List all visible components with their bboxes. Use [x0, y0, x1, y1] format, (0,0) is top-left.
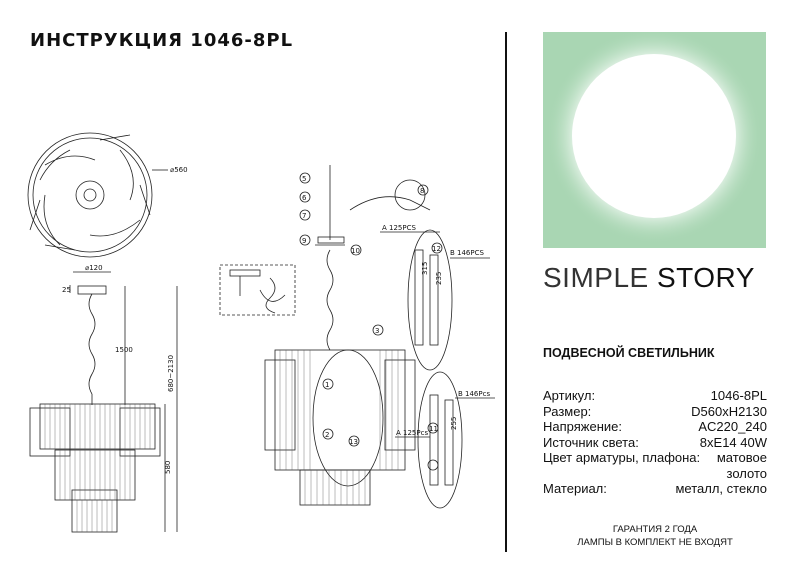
step-3: 3 — [375, 327, 379, 335]
spec-row: Напряжение: AC220_240 — [543, 419, 767, 435]
step-7: 7 — [302, 212, 306, 220]
step-5: 5 — [302, 175, 306, 183]
spec-label: Источник света: — [543, 434, 639, 450]
spec-value-2: золото — [726, 465, 767, 481]
spec-row: Размер: D560xH2130 — [543, 404, 767, 420]
page-title: ИНСТРУКЦИЯ 1046-8PL — [30, 30, 294, 51]
label-a-125pcs-2: A 125Pcs — [396, 429, 428, 437]
label-a-125pcs: A 125PCS — [382, 224, 416, 232]
side-view-diagram — [29, 271, 178, 533]
spec-value: AC220_240 — [698, 419, 767, 434]
spec-value: 1046-8PL — [710, 388, 767, 403]
step-8: 8 — [420, 187, 424, 195]
dim-255: 255 — [450, 417, 458, 430]
step-13: 13 — [349, 438, 358, 446]
spec-row: Материал: металл, стекло — [543, 481, 767, 497]
dim-25: 25 — [62, 286, 71, 294]
brand-name: SIMPLE STORY — [543, 262, 755, 294]
step-1: 1 — [325, 381, 329, 389]
dim-range: 680~2130 — [167, 355, 175, 392]
product-type: ПОДВЕСНОЙ СВЕТИЛЬНИК — [543, 346, 715, 360]
spec-label: Размер: — [543, 403, 592, 419]
spec-label: Цвет арматуры, плафона: — [543, 450, 701, 465]
label-b-146pcs: B 146PCS — [450, 249, 484, 257]
step-11: 11 — [429, 425, 438, 433]
spec-value: D560xH2130 — [691, 403, 767, 419]
spec-value: металл, стекло — [675, 481, 767, 496]
dim-315: 315 — [421, 262, 429, 275]
spec-value: матовое — [716, 450, 767, 465]
spec-label: Напряжение: — [543, 419, 622, 434]
dim-dia-canopy: ⌀120 — [85, 264, 103, 272]
assembly-hatching — [279, 350, 399, 505]
exploded-assembly-diagram — [264, 165, 495, 509]
mount-detail-diagram — [219, 264, 296, 316]
bulbs-note: ЛАМПЫ В КОМПЛЕКТ НЕ ВХОДЯТ — [577, 537, 733, 548]
step-2: 2 — [325, 431, 329, 439]
dim-580: 580 — [164, 461, 172, 474]
dim-1500: 1500 — [115, 346, 133, 354]
spec-value: 8xE14 40W — [699, 434, 767, 450]
spec-row: Источник света: 8xE14 40W — [543, 435, 767, 451]
dim-235: 235 — [435, 272, 443, 285]
footer-notes: ГАРАНТИЯ 2 ГОДА ЛАМПЫ В КОМПЛЕКТ НЕ ВХОД… — [543, 523, 767, 549]
bar-hatching — [44, 404, 151, 532]
brand-logo-graphic — [543, 32, 766, 248]
assembly-drawing: ⌀560 ⌀120 25 1500 680~2130 580 A 125PCS … — [27, 132, 495, 533]
vertical-divider — [505, 32, 507, 552]
spec-label: Артикул: — [543, 388, 596, 403]
step-6: 6 — [302, 194, 307, 202]
spec-row: Цвет арматуры, плафона: матовое — [543, 450, 767, 466]
brand-word-story: STORY — [656, 262, 755, 293]
step-9: 9 — [302, 237, 306, 245]
warranty-note: ГАРАНТИЯ 2 ГОДА — [612, 524, 698, 535]
dim-dia-top: ⌀560 — [170, 166, 188, 174]
label-b-146pcs-2: B 146Pcs — [458, 390, 490, 398]
spec-row: Артикул: 1046-8PL — [543, 388, 767, 404]
spec-row-continued: золото — [543, 466, 767, 482]
step-markers — [299, 172, 443, 471]
step-10: 10 — [351, 247, 360, 255]
brand-word-simple: SIMPLE — [543, 262, 649, 293]
spec-list: Артикул: 1046-8PL Размер: D560xH2130 Нап… — [543, 388, 767, 497]
spec-label: Материал: — [543, 481, 607, 496]
step-12: 12 — [432, 245, 441, 253]
top-view-diagram — [27, 132, 168, 258]
